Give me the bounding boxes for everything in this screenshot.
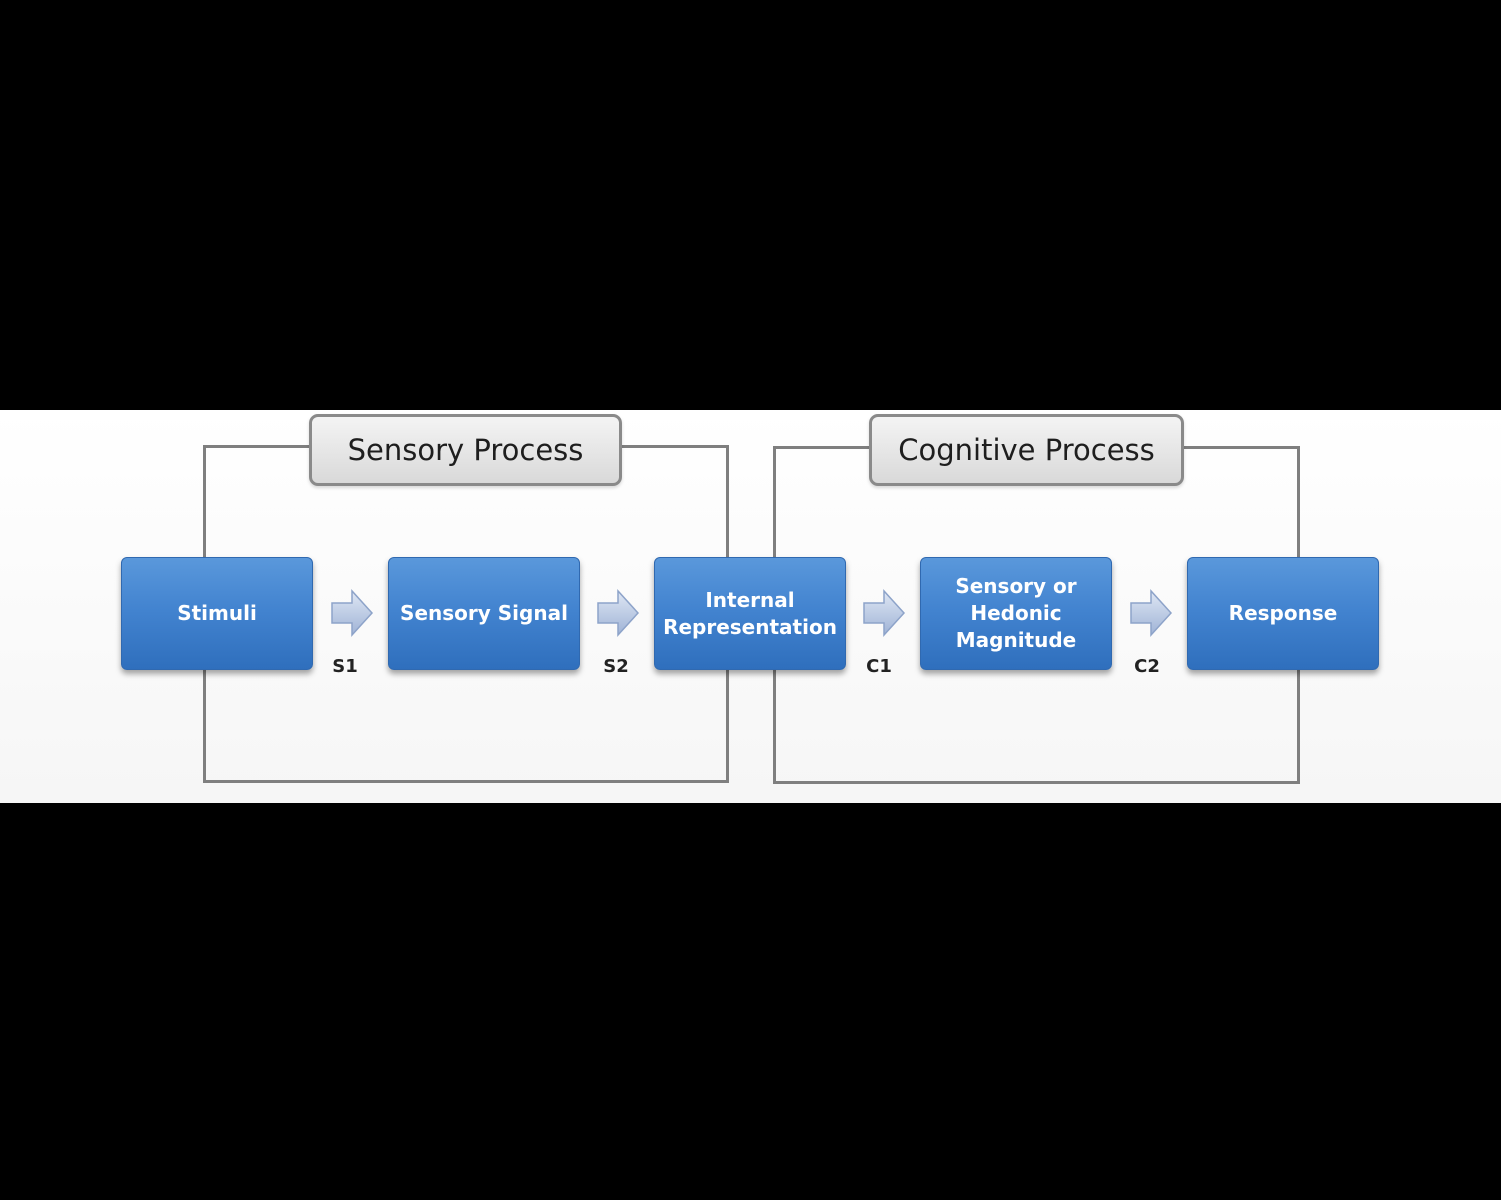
sensory-process-title: Sensory Process (309, 414, 622, 486)
node-internal-representation: Internal Representation (654, 557, 846, 670)
arrow-s1-icon (331, 589, 374, 637)
node-sensory-signal-label: Sensory Signal (400, 601, 568, 625)
node-internal-representation-label: Internal Representation (663, 587, 837, 639)
node-sensory-hedonic-magnitude: Sensory or Hedonic Magnitude (920, 557, 1112, 670)
node-sensory-signal: Sensory Signal (388, 557, 580, 670)
cognitive-process-title: Cognitive Process (869, 414, 1184, 486)
step-label-s1: S1 (332, 656, 358, 677)
node-response: Response (1187, 557, 1379, 670)
arrow-c1-icon (863, 589, 906, 637)
step-label-s2: S2 (603, 656, 629, 677)
step-label-c1: C1 (866, 656, 892, 677)
node-stimuli: Stimuli (121, 557, 313, 670)
node-response-label: Response (1228, 601, 1338, 625)
cognitive-process-title-text: Cognitive Process (898, 433, 1155, 467)
node-stimuli-label: Stimuli (177, 601, 257, 625)
node-sensory-hedonic-magnitude-label: Sensory or Hedonic Magnitude (955, 574, 1077, 652)
arrow-c2-icon (1130, 589, 1173, 637)
step-label-c2: C2 (1134, 656, 1160, 677)
arrow-s2-icon (597, 589, 640, 637)
sensory-process-title-text: Sensory Process (347, 433, 584, 467)
